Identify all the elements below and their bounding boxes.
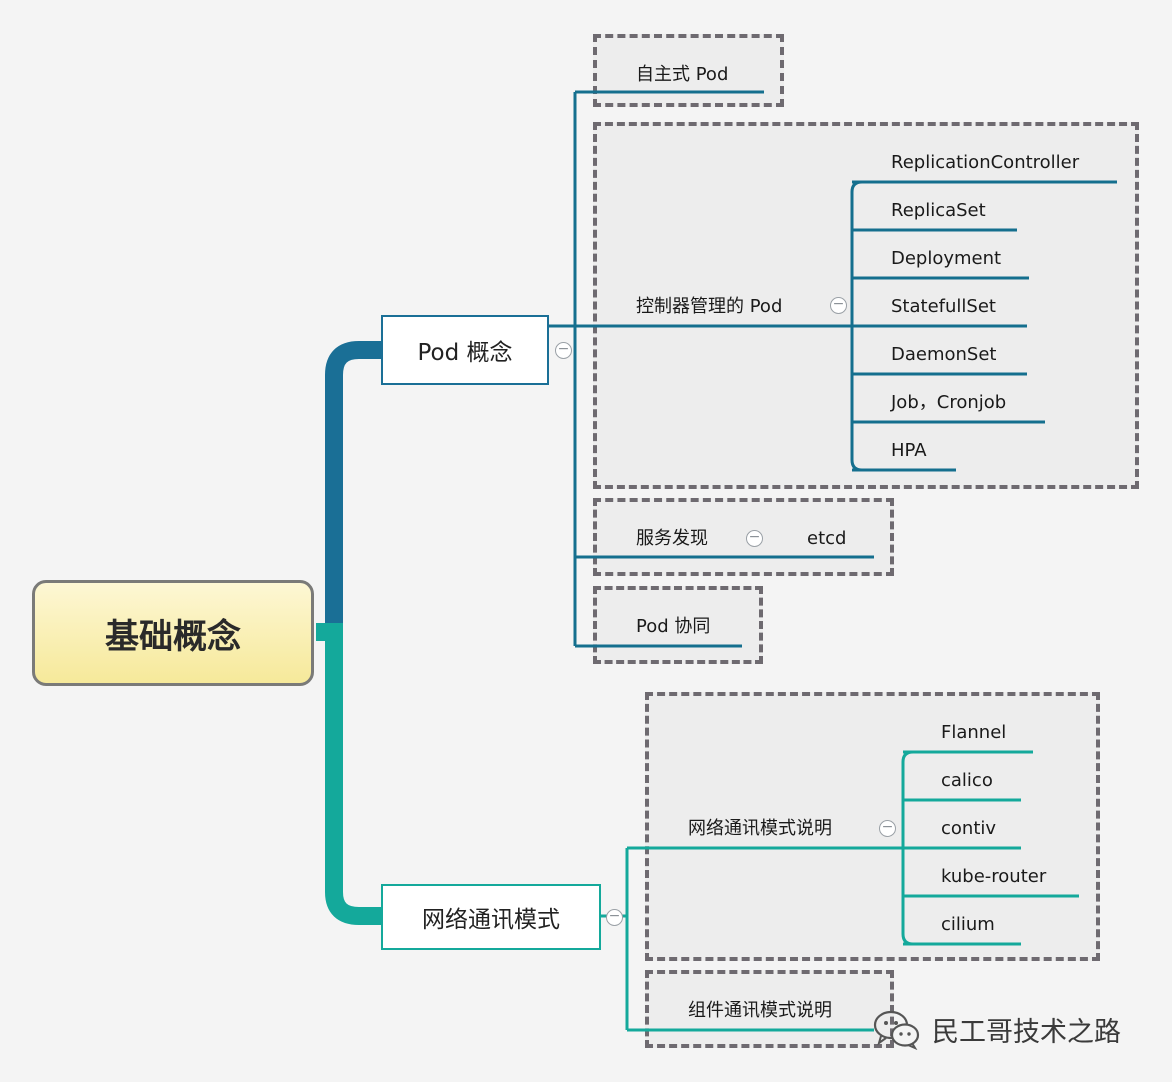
etcd-label[interactable]: etcd bbox=[807, 528, 847, 549]
pod-collapse-toggle[interactable]: − bbox=[555, 342, 572, 359]
service-discovery-group bbox=[593, 498, 894, 576]
service-discovery-label[interactable]: 服务发现 bbox=[636, 528, 708, 549]
controller-item[interactable]: HPA bbox=[891, 440, 927, 461]
plugin-item[interactable]: cilium bbox=[941, 914, 995, 935]
controller-item[interactable]: Deployment bbox=[891, 248, 1002, 269]
root-label: 基础概念 bbox=[105, 616, 241, 657]
network-mode-group bbox=[645, 692, 1100, 961]
network-collapse-toggle[interactable]: − bbox=[606, 909, 623, 926]
plugin-item[interactable]: calico bbox=[941, 770, 993, 791]
root-node[interactable]: 基础概念 bbox=[32, 580, 314, 686]
controller-item[interactable]: StatefullSet bbox=[891, 296, 996, 317]
watermark: 民工哥技术之路 bbox=[872, 1008, 1121, 1050]
network-branch-connector bbox=[316, 623, 382, 925]
controller-pod-label[interactable]: 控制器管理的 Pod bbox=[636, 296, 783, 317]
controller-item[interactable]: ReplicaSet bbox=[891, 200, 986, 221]
component-desc-label[interactable]: 组件通讯模式说明 bbox=[688, 1000, 832, 1021]
controller-item[interactable]: ReplicationController bbox=[891, 152, 1080, 173]
pod-concept-label: Pod 概念 bbox=[417, 340, 513, 366]
self-pod-group bbox=[593, 34, 784, 107]
mode-desc-label[interactable]: 网络通讯模式说明 bbox=[688, 818, 832, 839]
pod-collab-label[interactable]: Pod 协同 bbox=[636, 616, 711, 637]
pod-collab-group bbox=[593, 586, 763, 664]
controller-item[interactable]: Job，Cronjob bbox=[891, 392, 1007, 413]
self-pod-label[interactable]: 自主式 Pod bbox=[636, 64, 729, 85]
controller-collapse-toggle[interactable]: − bbox=[830, 297, 847, 314]
pod-concept-node[interactable]: Pod 概念 bbox=[381, 315, 549, 385]
plugin-item[interactable]: contiv bbox=[941, 818, 997, 839]
plugin-item[interactable]: kube-router bbox=[941, 866, 1047, 887]
network-mode-node[interactable]: 网络通讯模式 bbox=[381, 884, 601, 950]
pod-branch-connector bbox=[316, 341, 382, 641]
network-mode-label: 网络通讯模式 bbox=[422, 907, 560, 933]
watermark-text: 民工哥技术之路 bbox=[932, 1016, 1121, 1048]
mode-collapse-toggle[interactable]: − bbox=[879, 820, 896, 837]
controller-item[interactable]: DaemonSet bbox=[891, 344, 997, 365]
component-mode-group bbox=[645, 970, 894, 1048]
wechat-icon bbox=[873, 1010, 920, 1050]
service-collapse-toggle[interactable]: − bbox=[746, 530, 763, 547]
plugin-item[interactable]: Flannel bbox=[941, 722, 1007, 743]
